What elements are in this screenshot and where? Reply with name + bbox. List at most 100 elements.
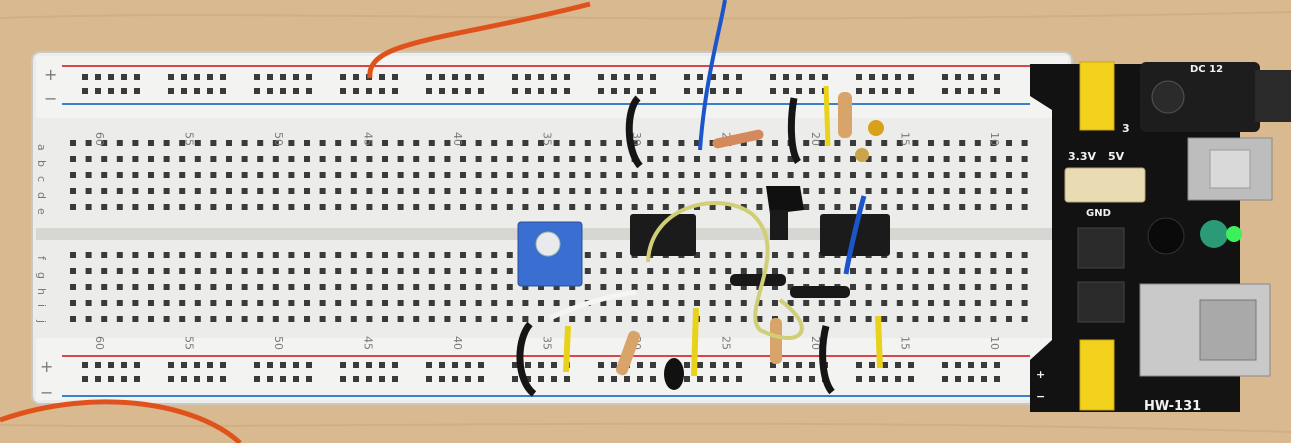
rail-voltage-jumper-top[interactable] (1079, 61, 1115, 131)
rail-hole (95, 88, 101, 94)
terminal-hole (787, 316, 794, 322)
terminal-hole (382, 172, 388, 178)
terminal-hole (678, 140, 685, 146)
terminal-hole (569, 188, 576, 194)
rail-hole (908, 362, 914, 368)
rail-hole (981, 376, 987, 382)
terminal-hole (1021, 268, 1028, 274)
rail-hole (908, 376, 914, 382)
terminal-hole (522, 140, 529, 146)
terminal-hole (179, 188, 186, 194)
terminal-hole (70, 172, 76, 178)
terminal-hole (974, 140, 981, 146)
rail-hole (379, 88, 385, 94)
terminal-hole (584, 172, 591, 178)
rail-hole (194, 74, 200, 80)
terminal-hole (257, 300, 264, 306)
rail-hole (796, 74, 802, 80)
terminal-hole (163, 188, 170, 194)
electrolytic-capacitor (1147, 217, 1185, 255)
terminal-hole (413, 316, 420, 322)
terminal-hole (756, 300, 763, 306)
terminal-hole (772, 140, 778, 146)
rail-hole (882, 362, 888, 368)
terminal-hole (803, 172, 810, 178)
terminal-hole (631, 140, 638, 146)
terminal-hole (382, 300, 388, 306)
terminal-hole (272, 300, 279, 306)
terminal-hole (1021, 316, 1028, 322)
terminal-hole (538, 140, 544, 146)
rail-hole (968, 376, 974, 382)
terminal-hole (428, 156, 435, 162)
terminal-hole (366, 140, 373, 146)
terminal-hole (584, 316, 591, 322)
rail-hole (551, 362, 557, 368)
rail-hole (121, 362, 127, 368)
rail-hole (770, 74, 776, 80)
potentiometer-knob[interactable] (535, 231, 561, 257)
rail-hole (280, 362, 286, 368)
terminal-hole (850, 284, 856, 290)
terminal-hole (460, 252, 466, 258)
terminal-hole (194, 140, 201, 146)
terminal-hole (241, 316, 248, 322)
terminal-hole (990, 172, 997, 178)
terminal-hole (382, 140, 388, 146)
rail-hole (439, 88, 445, 94)
rail-hole (366, 88, 372, 94)
terminal-hole (491, 252, 498, 258)
rail-hole (426, 88, 432, 94)
rail-hole (82, 88, 88, 94)
power-button[interactable] (1209, 149, 1251, 189)
terminal-hole (834, 140, 841, 146)
row-letter-top: d (35, 192, 48, 199)
terminal-hole (772, 252, 778, 258)
terminal-hole (428, 300, 435, 306)
terminal-hole (600, 172, 607, 178)
terminal-hole (647, 316, 654, 322)
terminal-hole (257, 268, 264, 274)
terminal-hole (928, 284, 934, 290)
terminal-hole (959, 284, 966, 290)
ceramic-capacitor-small (855, 148, 869, 162)
rail-hole (134, 88, 140, 94)
terminal-hole (85, 316, 92, 322)
terminal-hole (850, 172, 856, 178)
rail-hole (611, 74, 617, 80)
terminal-hole (226, 252, 232, 258)
terminal-hole (756, 316, 763, 322)
column-number-bottom: 20 (809, 336, 822, 350)
terminal-hole (943, 316, 950, 322)
terminal-hole (116, 156, 123, 162)
terminal-hole (506, 268, 513, 274)
terminal-hole (366, 172, 373, 178)
terminal-hole (725, 172, 732, 178)
terminal-hole (194, 252, 201, 258)
terminal-hole (288, 140, 295, 146)
terminal-hole (974, 204, 981, 210)
terminal-hole (647, 188, 654, 194)
terminal-hole (896, 252, 903, 258)
rail-hole (856, 74, 862, 80)
terminal-hole (600, 316, 607, 322)
terminal-hole (194, 156, 201, 162)
terminal-hole (865, 316, 872, 322)
terminal-hole (179, 284, 186, 290)
terminal-hole (647, 140, 654, 146)
terminal-hole (366, 300, 373, 306)
terminal-hole (70, 140, 76, 146)
terminal-hole (428, 316, 435, 322)
terminal-hole (740, 140, 747, 146)
terminal-hole (584, 188, 591, 194)
terminal-hole (647, 204, 654, 210)
rail-voltage-jumper-bottom[interactable] (1079, 339, 1115, 411)
terminal-hole (413, 300, 420, 306)
terminal-hole (366, 284, 373, 290)
terminal-hole (70, 188, 76, 194)
terminal-hole (319, 268, 326, 274)
terminal-hole (319, 204, 326, 210)
terminal-hole (709, 316, 716, 322)
terminal-hole (678, 300, 685, 306)
terminal-hole (101, 268, 108, 274)
